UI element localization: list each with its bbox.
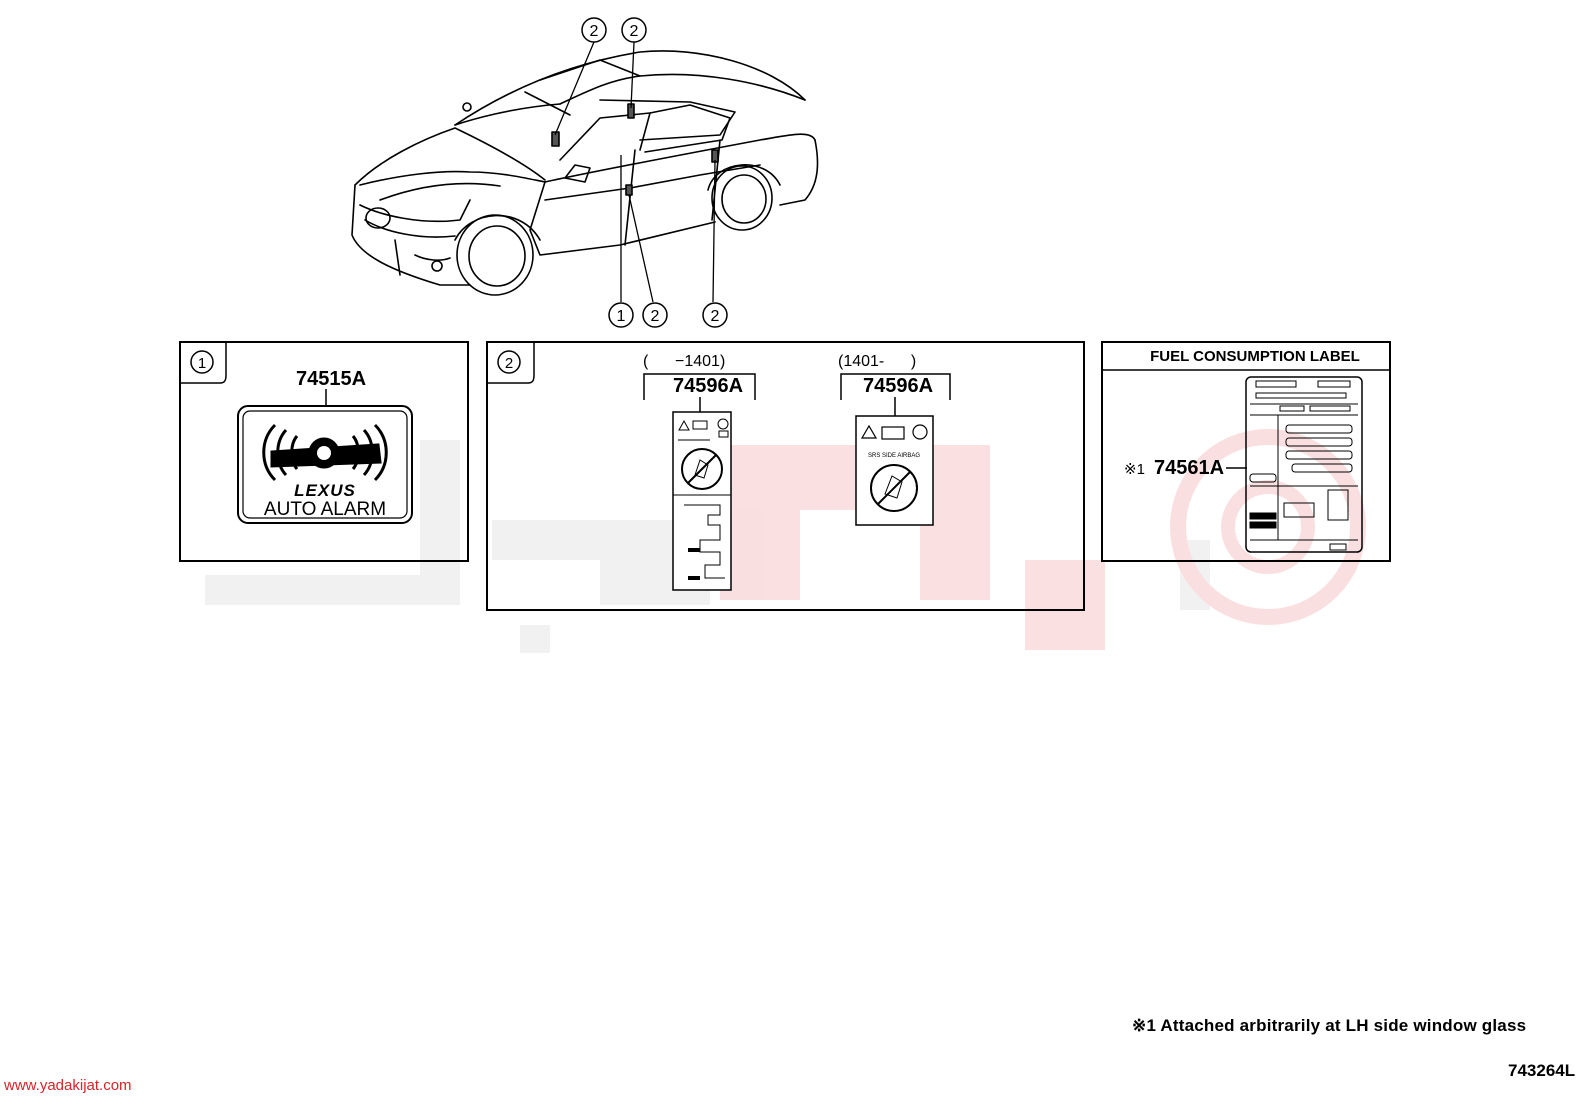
callout-2-bottom-left: 2 (642, 302, 668, 328)
svg-text:2: 2 (651, 308, 660, 325)
fuel-consumption-title: FUEL CONSUMPTION LABEL (1150, 348, 1360, 365)
panel-3: FUEL CONSUMPTION LABEL ※1 74561A (1101, 341, 1391, 562)
lexus-logo-text: LEXUS (294, 481, 356, 500)
callout-2-top-right: 2 (621, 17, 647, 43)
callout-1-bottom: 1 (608, 302, 634, 328)
part-number-74561A: 74561A (1154, 457, 1224, 479)
panel-2-callout: 2 (505, 355, 513, 372)
fuel-label (1245, 376, 1363, 553)
note-mark: ※1 (1124, 461, 1145, 478)
car-illustration (351, 50, 819, 296)
alarm-icon (262, 423, 388, 482)
callout-2-top-left: 2 (581, 17, 607, 43)
watermark-url[interactable]: www.yadakijat.com (4, 1077, 132, 1094)
svg-text:2: 2 (630, 23, 639, 40)
svg-text:2: 2 (590, 23, 599, 40)
diagram-code: 743264L (1508, 1061, 1576, 1080)
callout-leaders (554, 41, 716, 303)
auto-alarm-text: AUTO ALARM (264, 499, 386, 520)
svg-text:1: 1 (617, 308, 626, 325)
range-after-1401: (1401- ) (838, 353, 916, 370)
footnote: ※1 Attached arbitrarily at LH side windo… (1132, 1016, 1527, 1035)
part-number-74596A-left: 74596A (673, 375, 743, 397)
srs-side-airbag-text: SRS SIDE AIRBAG (868, 453, 920, 459)
airbag-label-tall (672, 411, 732, 591)
part-number-74515A: 74515A (296, 368, 366, 390)
panel-1: 1 74515A LEXUS AUTO ALARM (179, 341, 469, 562)
panel-1-callout: 1 (198, 355, 206, 372)
airbag-label-square: SRS SIDE AIRBAG (855, 415, 934, 526)
svg-text:2: 2 (711, 308, 720, 325)
part-number-74596A-right: 74596A (863, 375, 933, 397)
callout-2-bottom-right: 2 (702, 302, 728, 328)
panel-2: 2 ( −1401) 74596A (1401- ) 74596A (486, 341, 1085, 611)
range-before-1401: ( −1401) (643, 353, 725, 370)
